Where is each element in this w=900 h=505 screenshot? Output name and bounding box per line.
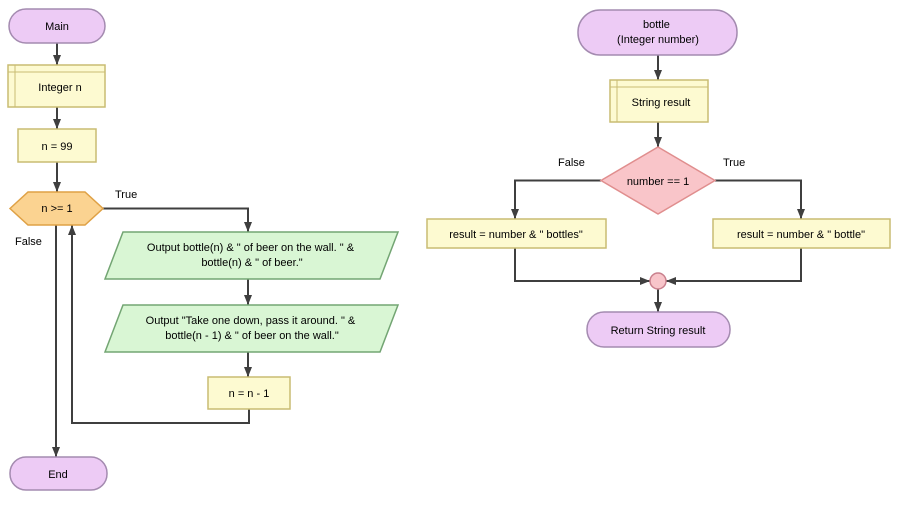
terminal-shape (9, 456, 108, 491)
main-loop-node[interactable]: n >= 1 (8, 191, 105, 226)
edge-decision-false (511, 179, 601, 219)
terminal-shape (8, 8, 106, 44)
bottle-start-node[interactable]: bottle (Integer number) (577, 9, 738, 56)
main-declare-label: Integer n (38, 82, 81, 94)
assign-shape (712, 218, 891, 249)
main-end-label: End (48, 469, 68, 481)
decision-diamond-shape (599, 146, 717, 215)
main-output1-label: Output bottle(n) & " of beer on the wall… (147, 242, 357, 269)
bottle-false-assign-node[interactable]: result = number & " bottles" (426, 218, 607, 249)
bottle-declare-label: String result (632, 97, 691, 109)
main-output1-line1: Output bottle(n) & " of beer on the wall… (147, 242, 355, 254)
bottle-true-assign-node[interactable]: result = number & " bottle" (712, 218, 891, 249)
main-start-label: Main (45, 21, 69, 33)
main-output2-label: Output "Take one down, pass it around. "… (146, 315, 359, 342)
main-false-label: False (15, 236, 42, 248)
main-output1-line2: bottle(n) & " of beer." (201, 257, 302, 269)
bottle-start-line1: bottle (643, 19, 670, 31)
bottle-start-line2: (Integer number) (617, 34, 699, 46)
assign-shape (207, 376, 291, 410)
bottle-return-label: Return String result (611, 325, 706, 337)
output-parallelogram-shape (103, 304, 400, 353)
bottle-false-assign-label: result = number & " bottles" (449, 229, 583, 241)
main-decrement-node[interactable]: n = n - 1 (207, 376, 291, 410)
terminal-shape (577, 9, 738, 56)
edge-loopback (68, 225, 250, 424)
main-loop-condition-label: n >= 1 (41, 203, 72, 215)
main-start-node[interactable]: Main (8, 8, 106, 44)
edge-true-to-merge (666, 248, 802, 285)
bottle-decision-node[interactable]: number == 1 (599, 146, 717, 215)
main-output2-node[interactable]: Output "Take one down, pass it around. "… (103, 304, 400, 353)
edge-loop-true (103, 207, 252, 232)
main-output2-line1: Output "Take one down, pass it around. "… (146, 315, 356, 327)
bottle-true-assign-label: result = number & " bottle" (737, 229, 865, 241)
bottle-false-label: False (558, 157, 585, 169)
merge-circle[interactable] (649, 272, 667, 290)
bottle-start-label: bottle (Integer number) (617, 19, 699, 46)
bottle-true-label: True (723, 157, 745, 169)
main-output1-node[interactable]: Output bottle(n) & " of beer on the wall… (103, 231, 400, 280)
main-declare-node[interactable]: Integer n (7, 64, 106, 108)
bottle-return-node[interactable]: Return String result (586, 311, 731, 348)
main-init-label: n = 99 (42, 141, 73, 153)
main-true-label: True (115, 189, 137, 201)
output-parallelogram-shape (103, 231, 400, 280)
terminal-shape (586, 311, 731, 348)
bottle-condition-label: number == 1 (627, 176, 689, 188)
main-init-node[interactable]: n = 99 (17, 128, 97, 163)
loop-hexagon-shape (8, 191, 105, 226)
bottle-declare-node[interactable]: String result (609, 79, 709, 123)
edge-false-to-merge (514, 248, 650, 285)
main-output2-line2: bottle(n - 1) & " of beer on the wall." (165, 330, 339, 342)
assign-shape (426, 218, 607, 249)
main-decrement-label: n = n - 1 (229, 388, 270, 400)
main-end-node[interactable]: End (9, 456, 108, 491)
edge-decision-true (715, 179, 805, 219)
assign-shape (17, 128, 97, 163)
